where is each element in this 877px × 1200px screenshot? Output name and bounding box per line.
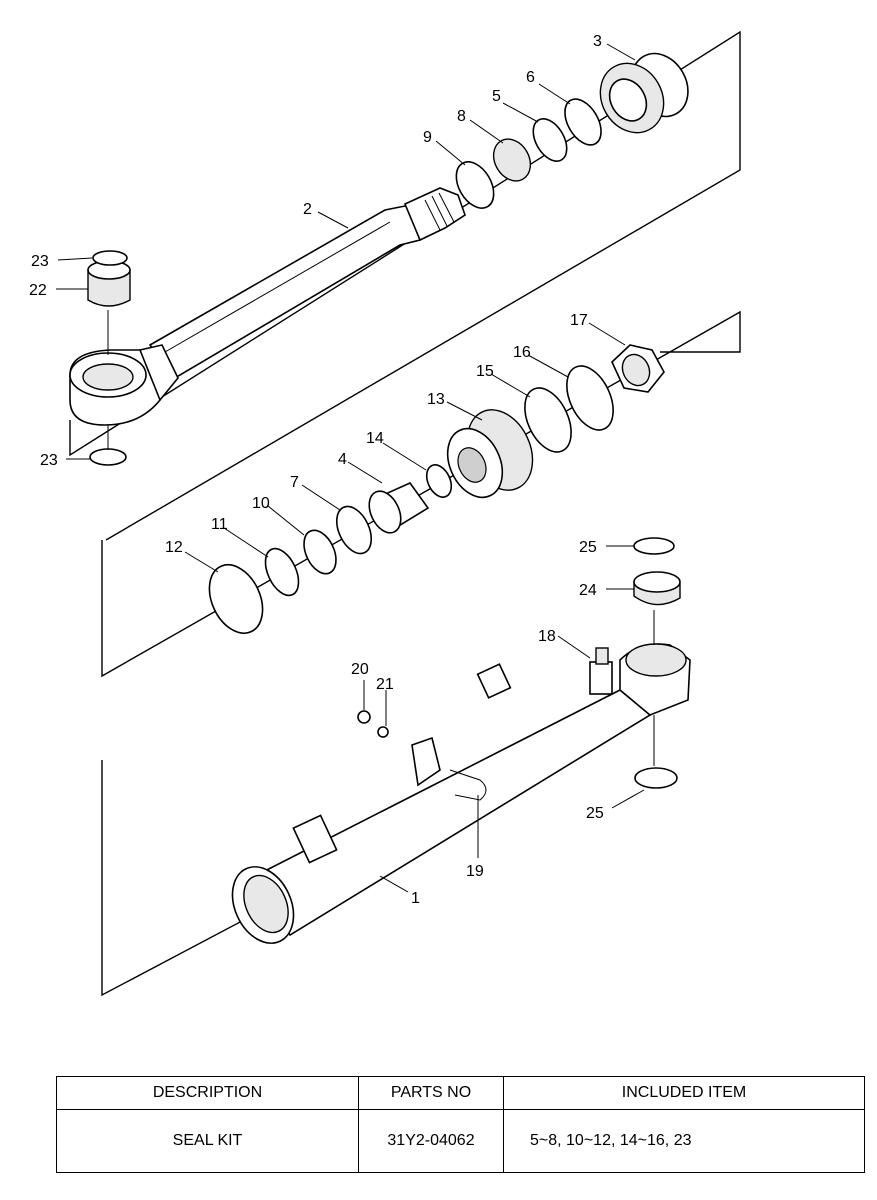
callout-13: 13 <box>427 391 445 408</box>
rod-panel <box>69 30 741 541</box>
callout-1: 1 <box>411 890 420 907</box>
callout-23-top: 23 <box>31 253 49 270</box>
callout-14: 14 <box>366 430 384 447</box>
callouts: 1 2 3 4 5 6 7 8 9 10 11 12 13 14 15 16 1… <box>29 33 604 907</box>
header-parts-no: PARTS NO <box>358 1076 504 1110</box>
callout-3: 3 <box>593 33 602 50</box>
callout-5: 5 <box>492 88 501 105</box>
table-row: SEAL KIT 31Y2-04062 5~8, 10~12, 14~16, 2… <box>56 1109 865 1173</box>
callout-10: 10 <box>252 495 270 512</box>
seal-kit-table: DESCRIPTION PARTS NO INCLUDED ITEM SEAL … <box>56 1076 865 1173</box>
exploded-cylinder-diagram: 1 2 3 4 5 6 7 8 9 10 11 12 13 14 15 16 1… <box>29 30 741 997</box>
header-description: DESCRIPTION <box>56 1076 359 1110</box>
cell-parts-no: 31Y2-04062 <box>358 1109 504 1173</box>
callout-15: 15 <box>476 363 494 380</box>
callout-6: 6 <box>526 69 535 86</box>
callout-25-top: 25 <box>579 539 597 556</box>
callout-24: 24 <box>579 582 597 599</box>
callout-19: 19 <box>466 863 484 880</box>
callout-18: 18 <box>538 628 556 645</box>
callout-23-bottom: 23 <box>40 452 58 469</box>
callout-12: 12 <box>165 539 183 556</box>
callout-11: 11 <box>211 516 228 533</box>
callout-21: 21 <box>376 676 394 693</box>
callout-2: 2 <box>303 201 312 218</box>
callout-7: 7 <box>290 474 299 491</box>
callout-9: 9 <box>423 129 432 146</box>
table-header-row: DESCRIPTION PARTS NO INCLUDED ITEM <box>56 1076 865 1110</box>
callout-4: 4 <box>338 451 347 468</box>
cell-description: SEAL KIT <box>56 1109 359 1173</box>
callout-16: 16 <box>513 344 531 361</box>
leader-lines <box>56 43 645 893</box>
callout-8: 8 <box>457 108 466 125</box>
callout-22: 22 <box>29 282 47 299</box>
cell-included-item: 5~8, 10~12, 14~16, 23 <box>503 1109 865 1173</box>
header-included-item: INCLUDED ITEM <box>503 1076 865 1110</box>
tube-panel <box>101 537 691 997</box>
piston-panel <box>101 310 741 678</box>
callout-20: 20 <box>351 661 369 678</box>
callout-17: 17 <box>570 312 588 329</box>
callout-25-bottom: 25 <box>586 805 604 822</box>
